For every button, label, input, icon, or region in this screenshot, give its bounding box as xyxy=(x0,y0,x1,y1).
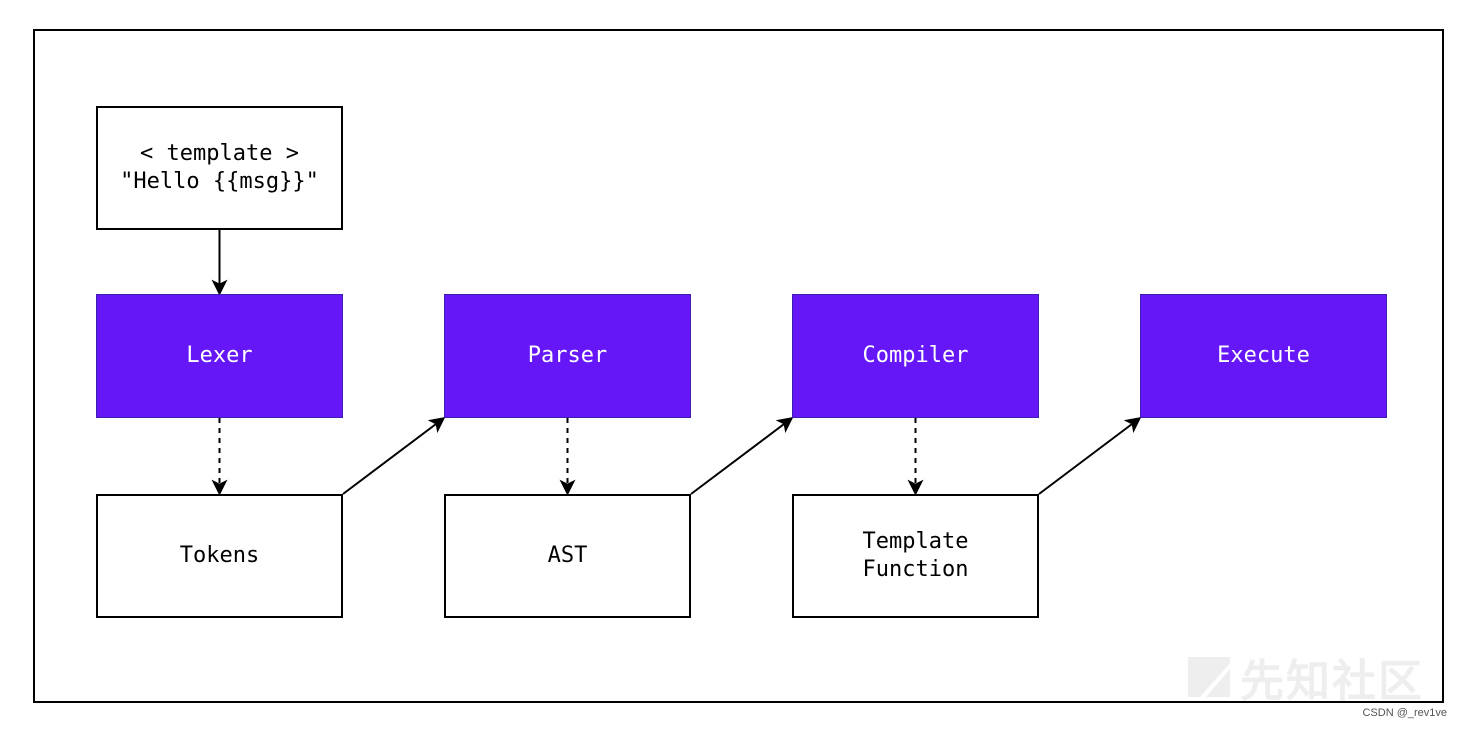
node-execute: Execute xyxy=(1140,294,1387,418)
xianzhi-logo-icon xyxy=(1188,657,1230,697)
node-ast: AST xyxy=(444,494,691,618)
watermark-text: 先知社区 xyxy=(1240,656,1424,707)
node-template-function: Template Function xyxy=(792,494,1039,618)
node-compiler: Compiler xyxy=(792,294,1039,418)
node-template: < template > "Hello {{msg}}" xyxy=(96,106,343,230)
node-parser: Parser xyxy=(444,294,691,418)
diagram-frame xyxy=(33,29,1444,703)
watermark: 先知社区 xyxy=(1186,645,1424,709)
credit-text: CSDN @_rev1ve xyxy=(1362,707,1447,719)
node-tokens: Tokens xyxy=(96,494,343,618)
node-lexer: Lexer xyxy=(96,294,343,418)
